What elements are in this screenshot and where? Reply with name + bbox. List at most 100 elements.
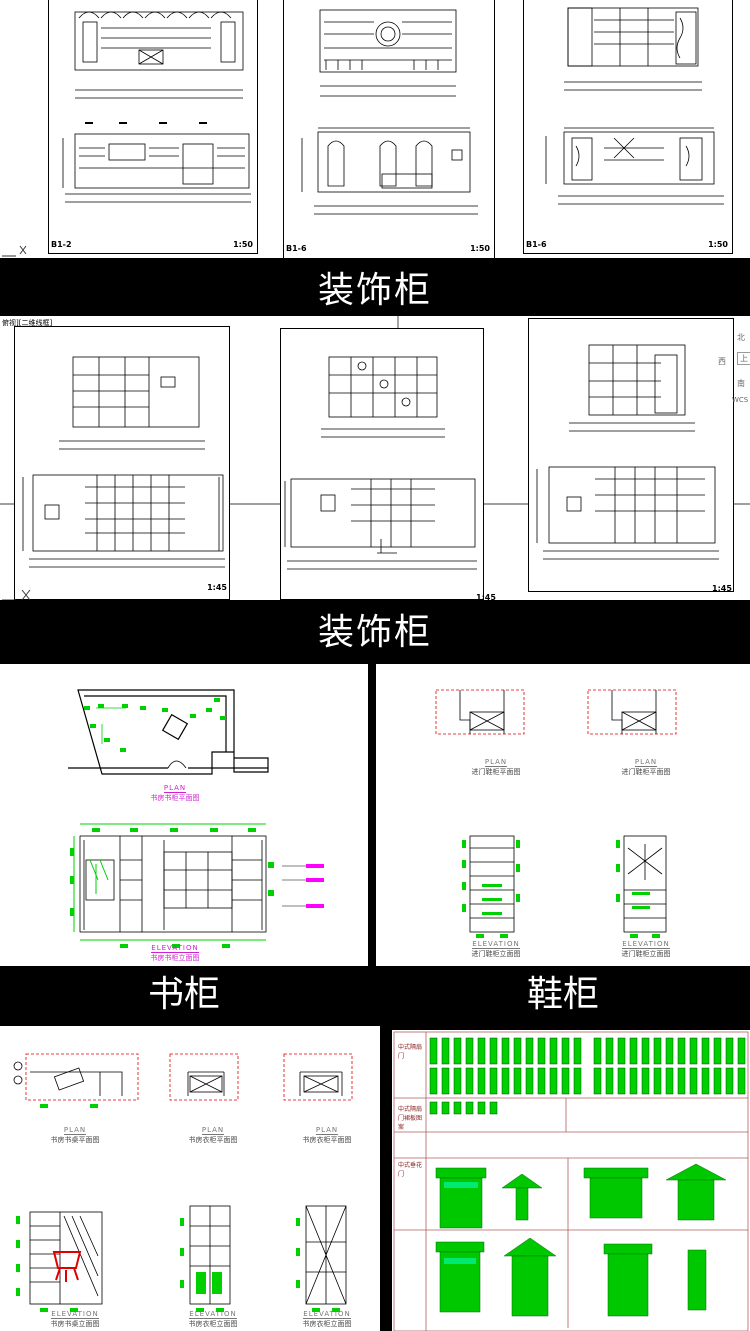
drawing-sheet: B1-6 1:50 [283, 0, 495, 259]
door-leaf-thumbnail [465, 1101, 474, 1115]
door-leaf-thumbnail [713, 1037, 722, 1065]
drawing-sheet: 1:45 [14, 326, 230, 600]
door-leaf-thumbnail [525, 1067, 534, 1095]
caption-en: ELEVATION [151, 944, 199, 953]
door-leaf-thumbnail [453, 1067, 462, 1095]
door-leaf-thumbnail [641, 1037, 650, 1065]
caption-en: ELEVATION [303, 1310, 351, 1319]
caption-en: PLAN [63, 1126, 87, 1135]
chinese-doors-panel: 中式隔扇门 中式隔扇门裙板图案 中式垂花门 [392, 1030, 750, 1331]
shoe-elev-caption: ELEVATION 进门鞋柜立面图 [446, 940, 546, 959]
cabinet-elevation-drawing [22, 356, 225, 568]
viewcube-west[interactable]: 西 [718, 357, 726, 366]
caption-zh: 进门鞋柜立面图 [621, 950, 671, 958]
section-title-shoe-cabinet: 鞋柜 [526, 974, 599, 1015]
door-leaf-thumbnail [701, 1037, 710, 1065]
door-leaf-thumbnail [617, 1067, 626, 1095]
caption-zh: 书房书桌立面图 [50, 1320, 100, 1328]
door-leaf-thumbnail [593, 1067, 602, 1095]
wcs-label[interactable]: WCS [732, 396, 749, 404]
caption-en: ELEVATION [189, 1310, 237, 1319]
caption-zh: 进门鞋柜平面图 [621, 768, 671, 776]
door-leaf-thumbnail [617, 1037, 626, 1065]
viewcube-south[interactable]: 南 [737, 379, 745, 388]
row-label: 中式隔扇门 [398, 1044, 423, 1060]
door-leaf-thumbnail [489, 1067, 498, 1095]
caption-zh: 进门鞋柜平面图 [471, 768, 521, 776]
door-leaf-thumbnail [429, 1101, 438, 1115]
caption-en: PLAN [201, 1126, 225, 1135]
door-leaf-thumbnail [477, 1037, 486, 1065]
door-leaf-thumbnail [641, 1067, 650, 1095]
door-leaf-thumbnail [465, 1037, 474, 1065]
caption-zh: 书房衣柜平面图 [188, 1136, 238, 1144]
door-leaf-thumbnail [605, 1067, 614, 1095]
row-label: 中式隔扇门裙板图案 [398, 1106, 423, 1131]
sheet-scale: 1:50 [470, 244, 490, 253]
door-leaf-thumbnail [573, 1037, 582, 1065]
door-leaf-thumbnail [513, 1037, 522, 1065]
sheet-scale: 1:45 [476, 593, 496, 602]
study-elev-caption: ELEVATION 书房衣柜立面图 [280, 1310, 374, 1329]
caption-en: ELEVATION [622, 940, 670, 949]
door-leaf-thumbnail [725, 1067, 734, 1095]
door-leaf-thumbnail [501, 1037, 510, 1065]
bookcase-plan-drawing [68, 689, 324, 948]
sheet-code: B1-2 [51, 240, 72, 249]
viewcube-north[interactable]: 北 [737, 333, 745, 342]
door-leaf-thumbnail [501, 1067, 510, 1095]
door-leaf-thumbnail [561, 1067, 570, 1095]
door-leaf-thumbnail [549, 1067, 558, 1095]
door-leaf-thumbnail [629, 1067, 638, 1095]
row-label: 中式垂花门 [398, 1162, 423, 1178]
door-leaf-thumbnail [429, 1037, 438, 1065]
caption-en: PLAN [163, 784, 187, 793]
door-leaf-thumbnail [477, 1067, 486, 1095]
section-title-bookcase: 书柜 [147, 974, 220, 1015]
viewcube[interactable]: 北 西 上 南 WCS [718, 318, 750, 408]
door-leaf-thumbnail [513, 1067, 522, 1095]
door-leaf-thumbnail [549, 1037, 558, 1065]
bookcase-elev-caption: ELEVATION 书房书柜立面图 [128, 944, 222, 963]
bookcase-panel: PLAN 书房书柜平面图 ELEVATION 书房书柜立面图 [0, 664, 368, 966]
drawing-sheet [528, 318, 734, 592]
sheet-scale: 1:50 [233, 240, 253, 249]
door-leaf-thumbnail [725, 1037, 734, 1065]
study-plan-caption: PLAN 书房衣柜平面图 [282, 1126, 372, 1145]
cabinet-elevation-drawing [545, 7, 724, 205]
door-leaf-thumbnail [537, 1037, 546, 1065]
door-leaf-thumbnail [441, 1101, 450, 1115]
study-elev-caption: ELEVATION 书房书桌立面图 [28, 1310, 122, 1329]
cad-panel-top: B1-2 1:50 B1-6 1:50 [0, 0, 750, 260]
door-leaf-thumbnail [689, 1037, 698, 1065]
door-leaf-thumbnail [561, 1037, 570, 1065]
door-leaf-thumbnail [653, 1067, 662, 1095]
cad-panel-middle: 俯视][二维线框] 1:45 [0, 316, 750, 606]
bookcase-plan-caption: PLAN 书房书柜平面图 [130, 784, 220, 803]
shoe-plan-caption: PLAN 进门鞋柜平面图 [596, 758, 696, 777]
door-leaf-thumbnail [477, 1101, 486, 1115]
caption-en: PLAN [315, 1126, 339, 1135]
drawing-sheet [280, 328, 484, 600]
door-leaf-thumbnail [525, 1037, 534, 1065]
viewport-label[interactable]: 俯视][二维线框] [2, 319, 53, 327]
caption-zh: 书房衣柜立面图 [302, 1320, 352, 1328]
caption-zh: 书房书桌平面图 [50, 1136, 100, 1144]
door-leaf-thumbnail [689, 1067, 698, 1095]
door-leaf-thumbnail [665, 1067, 674, 1095]
section-title-banner: 装饰柜 [0, 600, 750, 658]
caption-zh: 书房书柜平面图 [150, 794, 200, 802]
viewcube-top[interactable]: 上 [737, 352, 750, 365]
door-leaf-thumbnail [441, 1067, 450, 1095]
cabinet-elevation-drawing [536, 344, 719, 560]
study-plan-caption: PLAN 书房衣柜平面图 [168, 1126, 258, 1145]
cabinet-elevation-drawing [62, 11, 251, 203]
door-leaf-thumbnail [465, 1067, 474, 1095]
drawing-sheet: B1-6 1:50 [523, 0, 733, 254]
door-leaf-thumbnail [489, 1101, 498, 1115]
door-leaf-thumbnail [489, 1037, 498, 1065]
cabinet-elevation-drawing [301, 9, 478, 215]
chinese-doors-grid [393, 1031, 749, 1331]
study-plan-caption: PLAN 书房书桌平面图 [30, 1126, 120, 1145]
sheet-code: B1-6 [526, 240, 547, 249]
